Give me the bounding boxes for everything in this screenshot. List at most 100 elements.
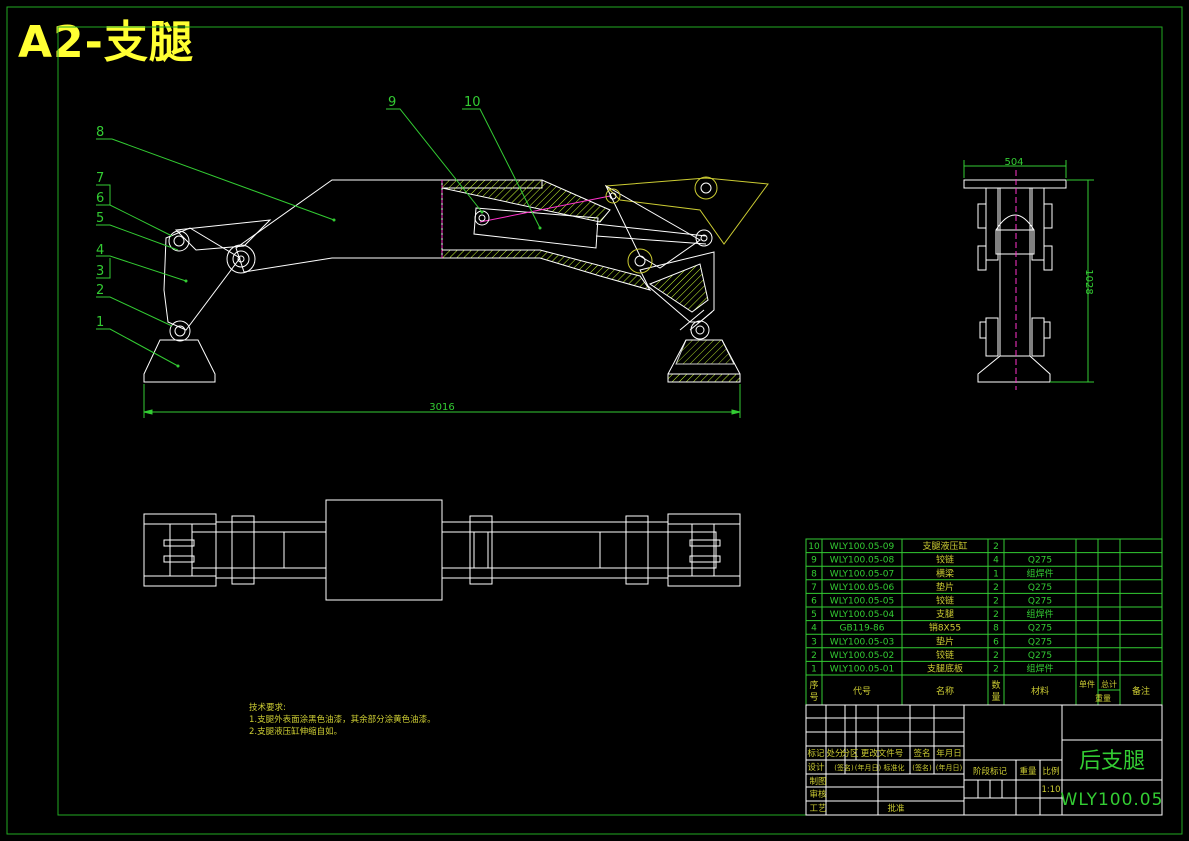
bom-cell-material: 组焊件 (1026, 608, 1053, 620)
bom-cell-qty: 2 (993, 597, 999, 607)
bom-header-unit-mass: 单件 (1079, 679, 1095, 689)
bom-cell-name: 铰链 (936, 554, 954, 566)
bom-cell-seq: 1 (811, 665, 817, 675)
process-label: 工艺 (809, 804, 826, 814)
title-block-labels: 标记 处分 分区 更改文件号 签名 年月日 设计 (签名) (年月日) 标准化 … (807, 748, 1060, 814)
title-block-grid (805, 704, 1163, 816)
bom-header-mass: 重量 (1095, 693, 1111, 703)
bom-cell-name: 支腿底板 (927, 663, 963, 675)
bom-cell-seq: 5 (811, 610, 817, 620)
left-leg (163, 227, 241, 331)
tech-note-1: 1.支腿外表面涂黑色油漆，其余部分涂黄色油漆。 (249, 715, 436, 725)
front-view (143, 176, 769, 383)
check-label: 审核 (809, 789, 827, 800)
bom-cell-name: 支腿液压缸 (922, 540, 967, 552)
bom-cell-material: 组焊件 (1026, 567, 1053, 579)
rev-header-count: 处分 (826, 748, 844, 759)
tech-notes-heading: 技术要求: (249, 703, 286, 713)
callout-10: 10 (464, 95, 481, 110)
rev-header-doc: 更改文件号 (861, 748, 904, 759)
design-label: 设计 (807, 762, 825, 773)
callout-labels: 1 2 3 4 5 6 7 8 9 10 (96, 95, 481, 330)
bom-cell-material: Q275 (1028, 597, 1052, 607)
outer-frame (6, 6, 1183, 835)
callout-9: 9 (388, 95, 396, 110)
bom-cell-seq: 2 (811, 651, 817, 661)
bom-cell-material: 组焊件 (1026, 663, 1053, 675)
callout-leaders (96, 108, 541, 367)
callout-marks (176, 210, 542, 368)
bom-cell-qty: 8 (993, 624, 999, 634)
hinge-bracket (604, 177, 769, 245)
main-beam (235, 179, 443, 273)
top-view (143, 499, 741, 601)
callout-1: 1 (96, 315, 104, 330)
bom-cell-seq: 4 (811, 624, 817, 634)
pin-joints (168, 176, 718, 342)
weight-label: 重量 (1019, 766, 1037, 777)
bom-cell-material: Q275 (1028, 624, 1052, 634)
bom-cell-code: WLY100.05-06 (830, 583, 895, 593)
bom-cell-code: WLY100.05-02 (830, 651, 894, 661)
technical-requirements: 技术要求: 1.支腿外表面涂黑色油漆，其余部分涂黄色油漆。 2.支腿液压缸伸缩自… (249, 702, 436, 738)
bom-cell-name: 横梁 (936, 567, 954, 579)
bom-cell-code: WLY100.05-01 (830, 665, 894, 675)
bom-cell-qty: 2 (993, 542, 999, 552)
bom-header-qty-2: 量 (991, 692, 1000, 703)
approve-label: 批准 (887, 803, 905, 814)
bom-header-qty-1: 数 (991, 679, 1000, 691)
bom-cell-qty: 2 (993, 665, 999, 675)
bom-header-code: 代号 (853, 686, 871, 697)
inner-frame (57, 26, 1163, 816)
bom-cell-seq: 6 (811, 597, 817, 607)
callout-7: 7 (96, 171, 104, 186)
bom-cell-material: Q275 (1028, 637, 1052, 647)
bom-header-name: 名称 (936, 685, 954, 697)
bom-cell-code: WLY100.05-03 (830, 637, 894, 647)
standard-date: (年月日) (936, 763, 963, 772)
bom-cell-seq: 7 (811, 583, 817, 593)
design-date: (年月日) (855, 763, 882, 772)
bom-cell-seq: 9 (811, 556, 817, 566)
bom-cell-qty: 2 (993, 651, 999, 661)
bom-cell-code: WLY100.05-07 (830, 569, 894, 579)
length-dimension-value: 3016 (429, 402, 454, 413)
callout-4: 4 (96, 243, 104, 258)
side-width-value: 504 (1004, 157, 1023, 168)
bom-header-material: 材料 (1031, 685, 1049, 697)
drawing-title: 后支腿 (1079, 749, 1145, 774)
length-dimension (143, 384, 741, 418)
bom-cell-material: Q275 (1028, 556, 1052, 566)
bom-cell-code: WLY100.05-09 (830, 542, 895, 552)
side-height-value: 1028 (1083, 269, 1094, 294)
bom-header-remark: 备注 (1132, 685, 1150, 697)
scale-value: 1:10 (1041, 785, 1060, 795)
drawing-code: WLY100.05 (1061, 790, 1164, 810)
bom-cell-name: 铰链 (936, 595, 954, 607)
bom-cell-material: Q275 (1028, 651, 1052, 661)
bom-cell-qty: 1 (993, 569, 999, 579)
side-dimensions (963, 160, 1094, 383)
bom-cell-name: 铰链 (936, 649, 954, 661)
left-base-plate (143, 339, 216, 383)
tech-note-2: 2.支腿液压缸伸缩自如。 (249, 727, 343, 737)
hydraulic-cylinder (473, 207, 599, 249)
side-view (963, 170, 1067, 390)
bom-cell-qty: 6 (993, 637, 999, 647)
sheet-badge: A2-支腿 (18, 17, 194, 68)
stage-mark-label: 阶段标记 (973, 766, 1008, 777)
rev-header-sign: 签名 (913, 748, 930, 759)
callout-8: 8 (96, 125, 104, 140)
bom-cell-qty: 2 (993, 583, 999, 593)
bom-cell-code: WLY100.05-05 (830, 597, 894, 607)
bom-cell-code: GB119-86 (839, 624, 884, 634)
bom-cell-qty: 2 (993, 610, 999, 620)
bom-header: 序 号 代号 名称 数 量 材料 单件 总计 重量 备注 (809, 679, 1150, 703)
bom-cell-code: WLY100.05-08 (830, 556, 895, 566)
rev-header-mark: 标记 (807, 748, 825, 759)
bom-table-grid (805, 538, 1163, 706)
bom-cell-name: 垫片 (936, 635, 954, 647)
bom-cell-seq: 8 (811, 569, 817, 579)
bom-cell-material: Q275 (1028, 583, 1052, 593)
